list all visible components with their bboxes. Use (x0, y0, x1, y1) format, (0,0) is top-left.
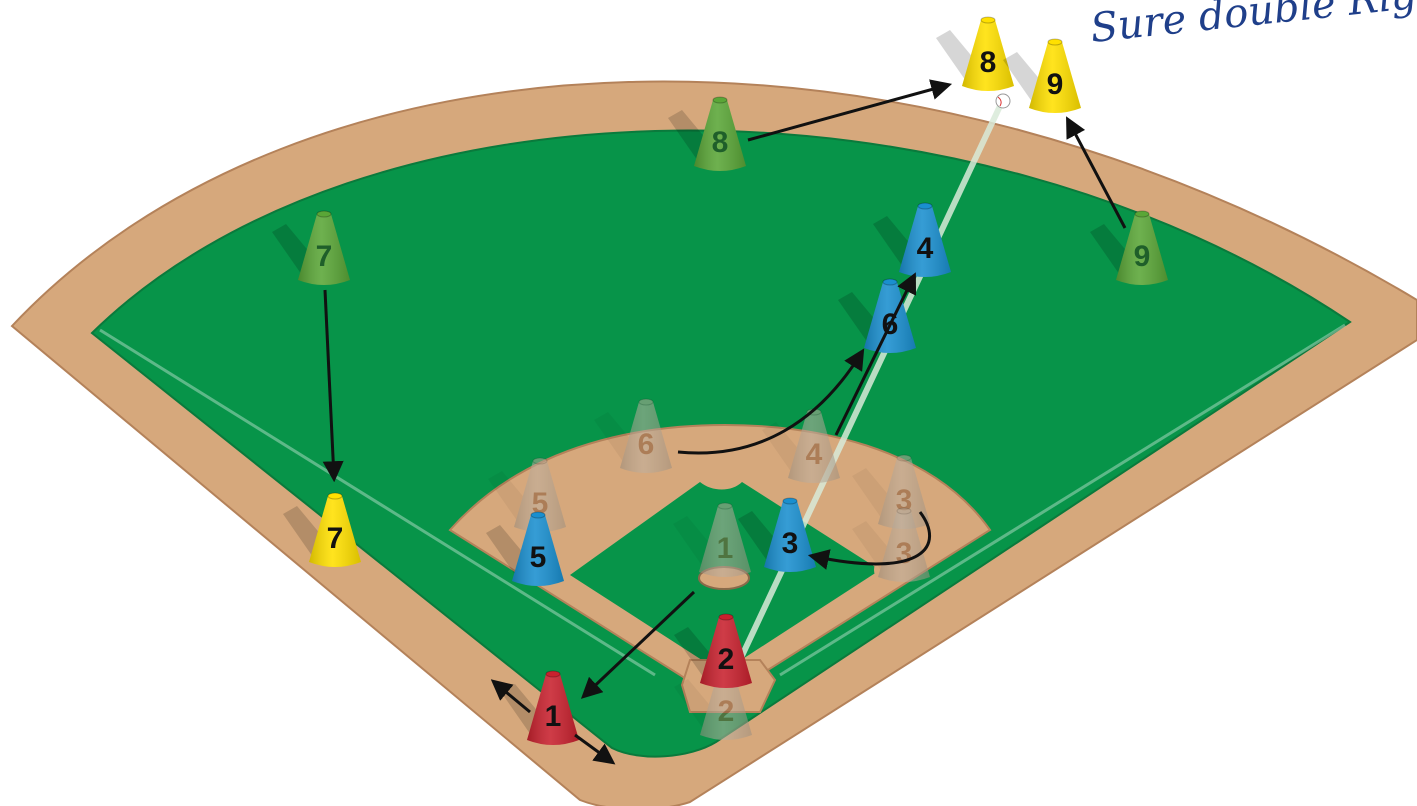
cone-shading (962, 18, 1014, 91)
arrow-ss-to-relay (677, 348, 865, 455)
cone-shading (298, 212, 350, 285)
cone-number: 5 (530, 541, 547, 574)
cone-shading (788, 410, 840, 483)
cone-number: 7 (327, 522, 344, 555)
cone-shading (699, 504, 751, 577)
cone-top (718, 613, 734, 621)
cone-number: 4 (917, 232, 934, 265)
cone-ghost-3b: 5 (488, 457, 566, 532)
arrow-pitcher-left (490, 679, 531, 714)
cone-number: 2 (718, 695, 735, 728)
cone-number: 7 (316, 240, 333, 273)
cone-number: 8 (712, 126, 729, 159)
cone-top (896, 507, 912, 515)
cone-number: 9 (1134, 240, 1151, 273)
third-base-line (99, 328, 656, 677)
arrow-cf-to-wall (747, 79, 953, 142)
cone-shading (620, 400, 672, 473)
movement-arrows (322, 79, 1127, 765)
cone-ghost-pitcher: 1 (673, 502, 751, 577)
cone-number: 8 (980, 46, 997, 79)
cone-shading (694, 98, 746, 171)
cone-top (782, 497, 798, 505)
cone-shading (1029, 40, 1081, 113)
cone-number: 6 (638, 428, 655, 461)
cone-red-catcher: 2 (674, 613, 752, 688)
cone-top (980, 16, 996, 24)
cone-shading (700, 615, 752, 688)
arrow-2b-to-relay (834, 272, 917, 436)
cone-top (530, 511, 546, 519)
diagram-title: Sure double Rig (1088, 0, 1417, 52)
cone-top (532, 457, 548, 465)
arrow-rf-to-wall (1066, 116, 1127, 229)
cone-number: 5 (532, 487, 549, 520)
cone-blue-1b: 3 (738, 497, 816, 572)
cone-top (917, 202, 933, 210)
cone-top (545, 670, 561, 678)
cone-top (327, 492, 343, 500)
cone-yellow-cf: 8 (936, 16, 1014, 91)
cone-green-lf: 7 (272, 210, 350, 285)
baseball-icon (995, 93, 1011, 109)
cone-top (896, 454, 912, 462)
cone-yellow-lf: 7 (283, 492, 361, 567)
cone-number: 1 (545, 700, 562, 733)
cone-shading (864, 280, 916, 353)
cone-number: 2 (718, 643, 735, 676)
cone-shading (527, 672, 579, 745)
arrow-1b-to-bag (807, 511, 931, 570)
arrow-pitcher-backup (580, 590, 696, 699)
cone-shading (764, 499, 816, 572)
cone-number: 4 (806, 438, 823, 471)
cone-top (712, 96, 728, 104)
cone-number: 1 (717, 532, 734, 565)
cone-shading (878, 456, 930, 529)
cone-shading (514, 459, 566, 532)
cone-top (1134, 210, 1150, 218)
cone-top (882, 278, 898, 286)
cone-ghost-catcher: 2 (674, 665, 752, 740)
cone-top (1047, 38, 1063, 46)
cone-green-rf: 9 (1090, 210, 1168, 285)
cone-top (638, 398, 654, 406)
cone-yellow-rf: 9 (1003, 38, 1081, 113)
cone-number: 9 (1047, 68, 1064, 101)
cone-blue-3b: 5 (486, 511, 564, 586)
cone-shading (899, 204, 951, 277)
cone-shading (512, 513, 564, 586)
cone-shading (309, 494, 361, 567)
cone-number: 3 (896, 537, 913, 570)
cone-top (717, 502, 733, 510)
cone-green-cf: 8 (668, 96, 746, 171)
cone-shading (700, 667, 752, 740)
cone-blue-2b: 4 (873, 202, 951, 277)
first-base-line (779, 323, 1346, 677)
arrow-lf-in (322, 289, 344, 483)
arrow-pitcher-right (574, 733, 616, 765)
cone-ghost-ss: 6 (594, 398, 672, 473)
cone-top (316, 210, 332, 218)
cone-shading (1116, 212, 1168, 285)
cone-number: 3 (782, 527, 799, 560)
field (10, 80, 1417, 806)
